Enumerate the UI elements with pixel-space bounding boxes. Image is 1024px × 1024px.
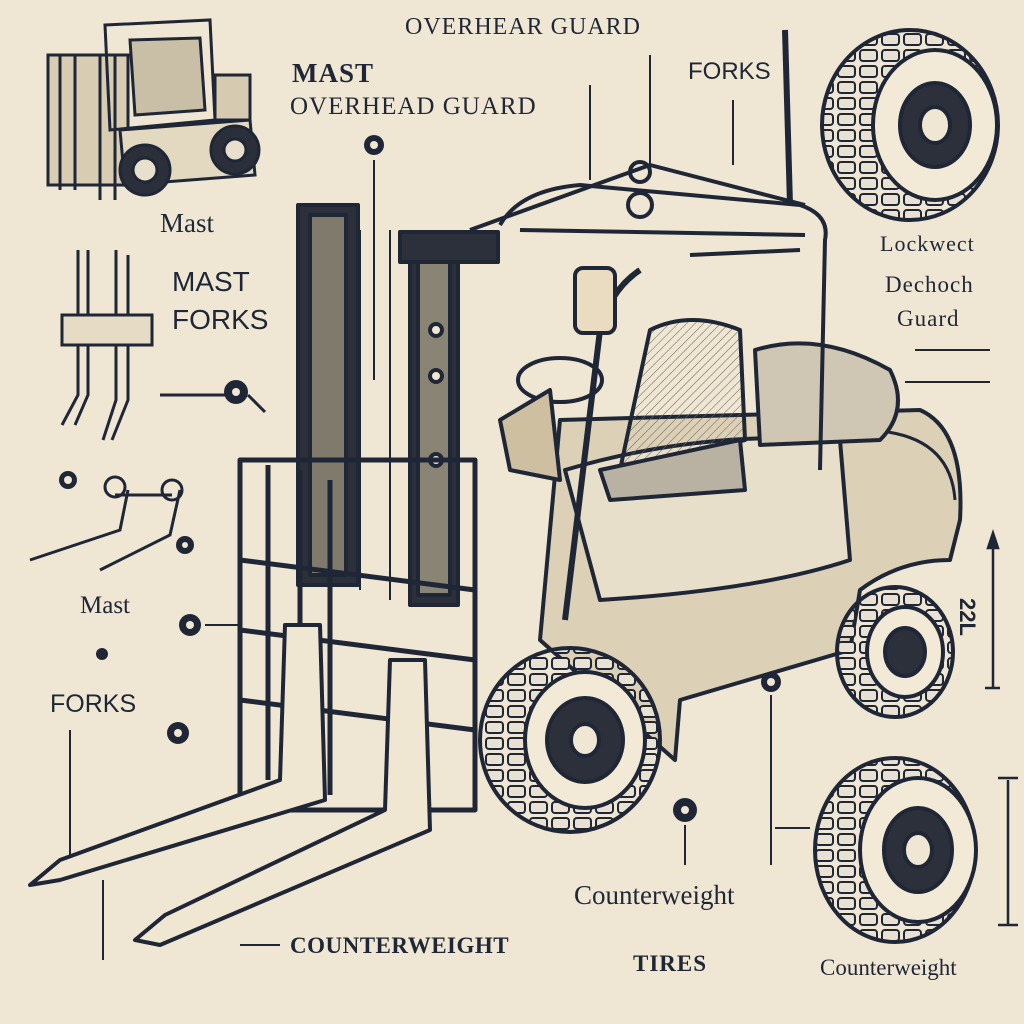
seat (618, 318, 747, 472)
overhead-guard (469, 29, 828, 621)
small-forklift-illustration (46, 18, 261, 200)
label-counterweight-2: COUNTERWEIGHT (290, 933, 510, 958)
tire-detail-top (820, 28, 1000, 222)
label-counterweight-3: Counterweight (820, 955, 957, 980)
callout-dots (59, 135, 781, 822)
mast (296, 203, 500, 607)
label-forks-3: FORKS (50, 690, 137, 718)
label-dimension: 22L (955, 598, 980, 636)
label-dechoch: Dechoch (885, 272, 974, 297)
fork-right (133, 658, 432, 947)
label-overhear-guard: OVERHEAR GUARD (405, 14, 641, 40)
main-forklift (28, 29, 963, 947)
load-backrest (237, 457, 478, 813)
fork-left (28, 623, 327, 887)
fork-diagram-flat (29, 475, 184, 572)
label-mast-1: Mast (160, 208, 214, 238)
label-counterweight-1: Counterweight (574, 880, 735, 910)
leader-lines (69, 55, 990, 960)
front-tire (478, 646, 662, 834)
label-lockwect: Lockwect (880, 231, 975, 256)
label-mast-2: MAST (172, 266, 250, 297)
tire-detail-bottom (813, 756, 978, 944)
label-forks-top: FORKS (688, 58, 771, 85)
label-mast-top: MAST (292, 58, 375, 88)
fork-diagram-upright (60, 250, 267, 441)
label-mast-3: Mast (80, 592, 130, 619)
label-overhead-guard: OVERHEAD GUARD (290, 93, 537, 120)
label-tires: TIRES (633, 951, 708, 976)
rear-tire (835, 585, 955, 719)
label-guard: Guard (897, 306, 960, 331)
label-forks-2: FORKS (172, 304, 269, 335)
dimension-markers (985, 529, 1018, 927)
steering-wheel (516, 356, 604, 404)
